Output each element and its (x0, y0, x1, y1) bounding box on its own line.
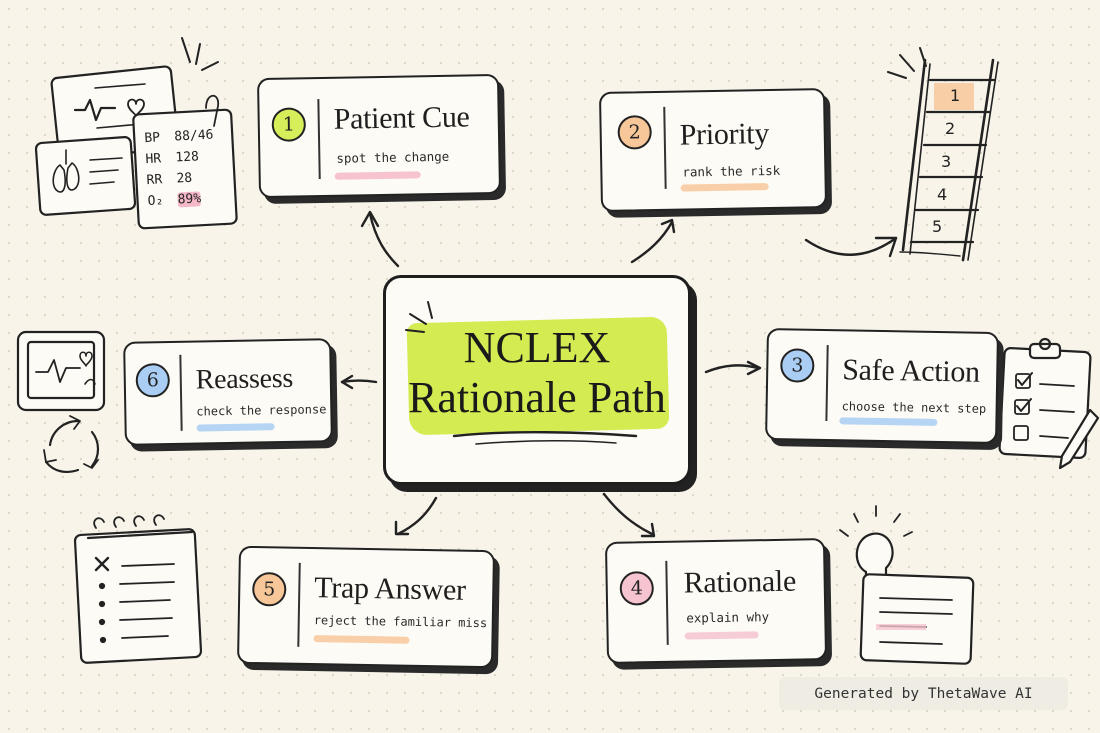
step-title: Trap Answer (314, 571, 467, 607)
step-subtitle: rank the risk (682, 162, 781, 180)
ladder-rung-label: 3 (941, 152, 952, 171)
step-number-badge: 6 (135, 363, 171, 398)
step-card-priority[interactable]: 2 Priority rank the risk (598, 88, 828, 212)
step-number-badge: 1 (271, 107, 307, 142)
cycle-arrows-icon (43, 415, 100, 473)
ladder-rung-label: 4 (937, 185, 948, 204)
step-subtitle: explain why (686, 609, 770, 626)
sparkle-marks (405, 301, 433, 333)
highlight-stroke (684, 631, 759, 640)
patient-chart-icon (34, 37, 238, 230)
checklist-clipboard-icon (998, 337, 1100, 470)
step-subtitle: spot the change (336, 148, 450, 166)
step-card-rationale[interactable]: 4 Rationale explain why (604, 538, 828, 664)
ladder-rung-label: 5 (932, 217, 943, 236)
divider (297, 562, 301, 647)
highlight-stroke (313, 635, 410, 644)
step-subtitle: reject the familiar miss (313, 613, 488, 631)
notepad-icon (73, 514, 203, 664)
step-subtitle: check the response (196, 402, 327, 419)
underline-squiggle (452, 431, 638, 445)
center-title-card: NCLEX Rationale Path (383, 275, 691, 485)
highlight-stroke (196, 423, 275, 432)
step-number-badge: 4 (619, 571, 655, 606)
ladder-rung-label: 1 (950, 86, 961, 105)
ladder-rung-label: 2 (945, 119, 956, 138)
generated-by-badge: Generated by ThetaWave AI (779, 677, 1068, 710)
highlight-stroke (839, 417, 938, 426)
step-number-badge: 3 (780, 348, 815, 383)
center-title-line1: NCLEX (463, 323, 611, 372)
step-title: Reassess (195, 362, 294, 396)
divider (179, 354, 183, 431)
lightbulb-note-icon (839, 505, 975, 665)
divider (665, 560, 669, 645)
step-number-badge: 2 (617, 115, 652, 150)
connector-arrows (340, 210, 762, 538)
divider (317, 99, 321, 180)
center-title-line2: Rationale Path (408, 373, 666, 422)
highlight-stroke (334, 171, 421, 180)
step-card-trap-answer[interactable]: 5 Trap Answer reject the familiar miss (236, 545, 496, 669)
divider (825, 345, 829, 422)
monitor-icon (16, 330, 106, 412)
step-title: Patient Cue (333, 100, 470, 136)
divider (663, 106, 667, 189)
step-card-safe-action[interactable]: 3 Safe Action choose the next step (765, 327, 999, 445)
step-card-reassess[interactable]: 6 Reassess check the response (123, 338, 333, 446)
step-title: Priority (679, 117, 770, 152)
step-card-patient-cue[interactable]: 1 Patient Cue spot the change (256, 73, 502, 199)
step-subtitle: choose the next step (841, 399, 987, 416)
step-title: Rationale (683, 564, 797, 600)
highlight-stroke (680, 183, 769, 192)
ladder-icon (804, 47, 999, 262)
step-number-badge: 5 (251, 572, 287, 607)
step-title: Safe Action (841, 353, 981, 389)
